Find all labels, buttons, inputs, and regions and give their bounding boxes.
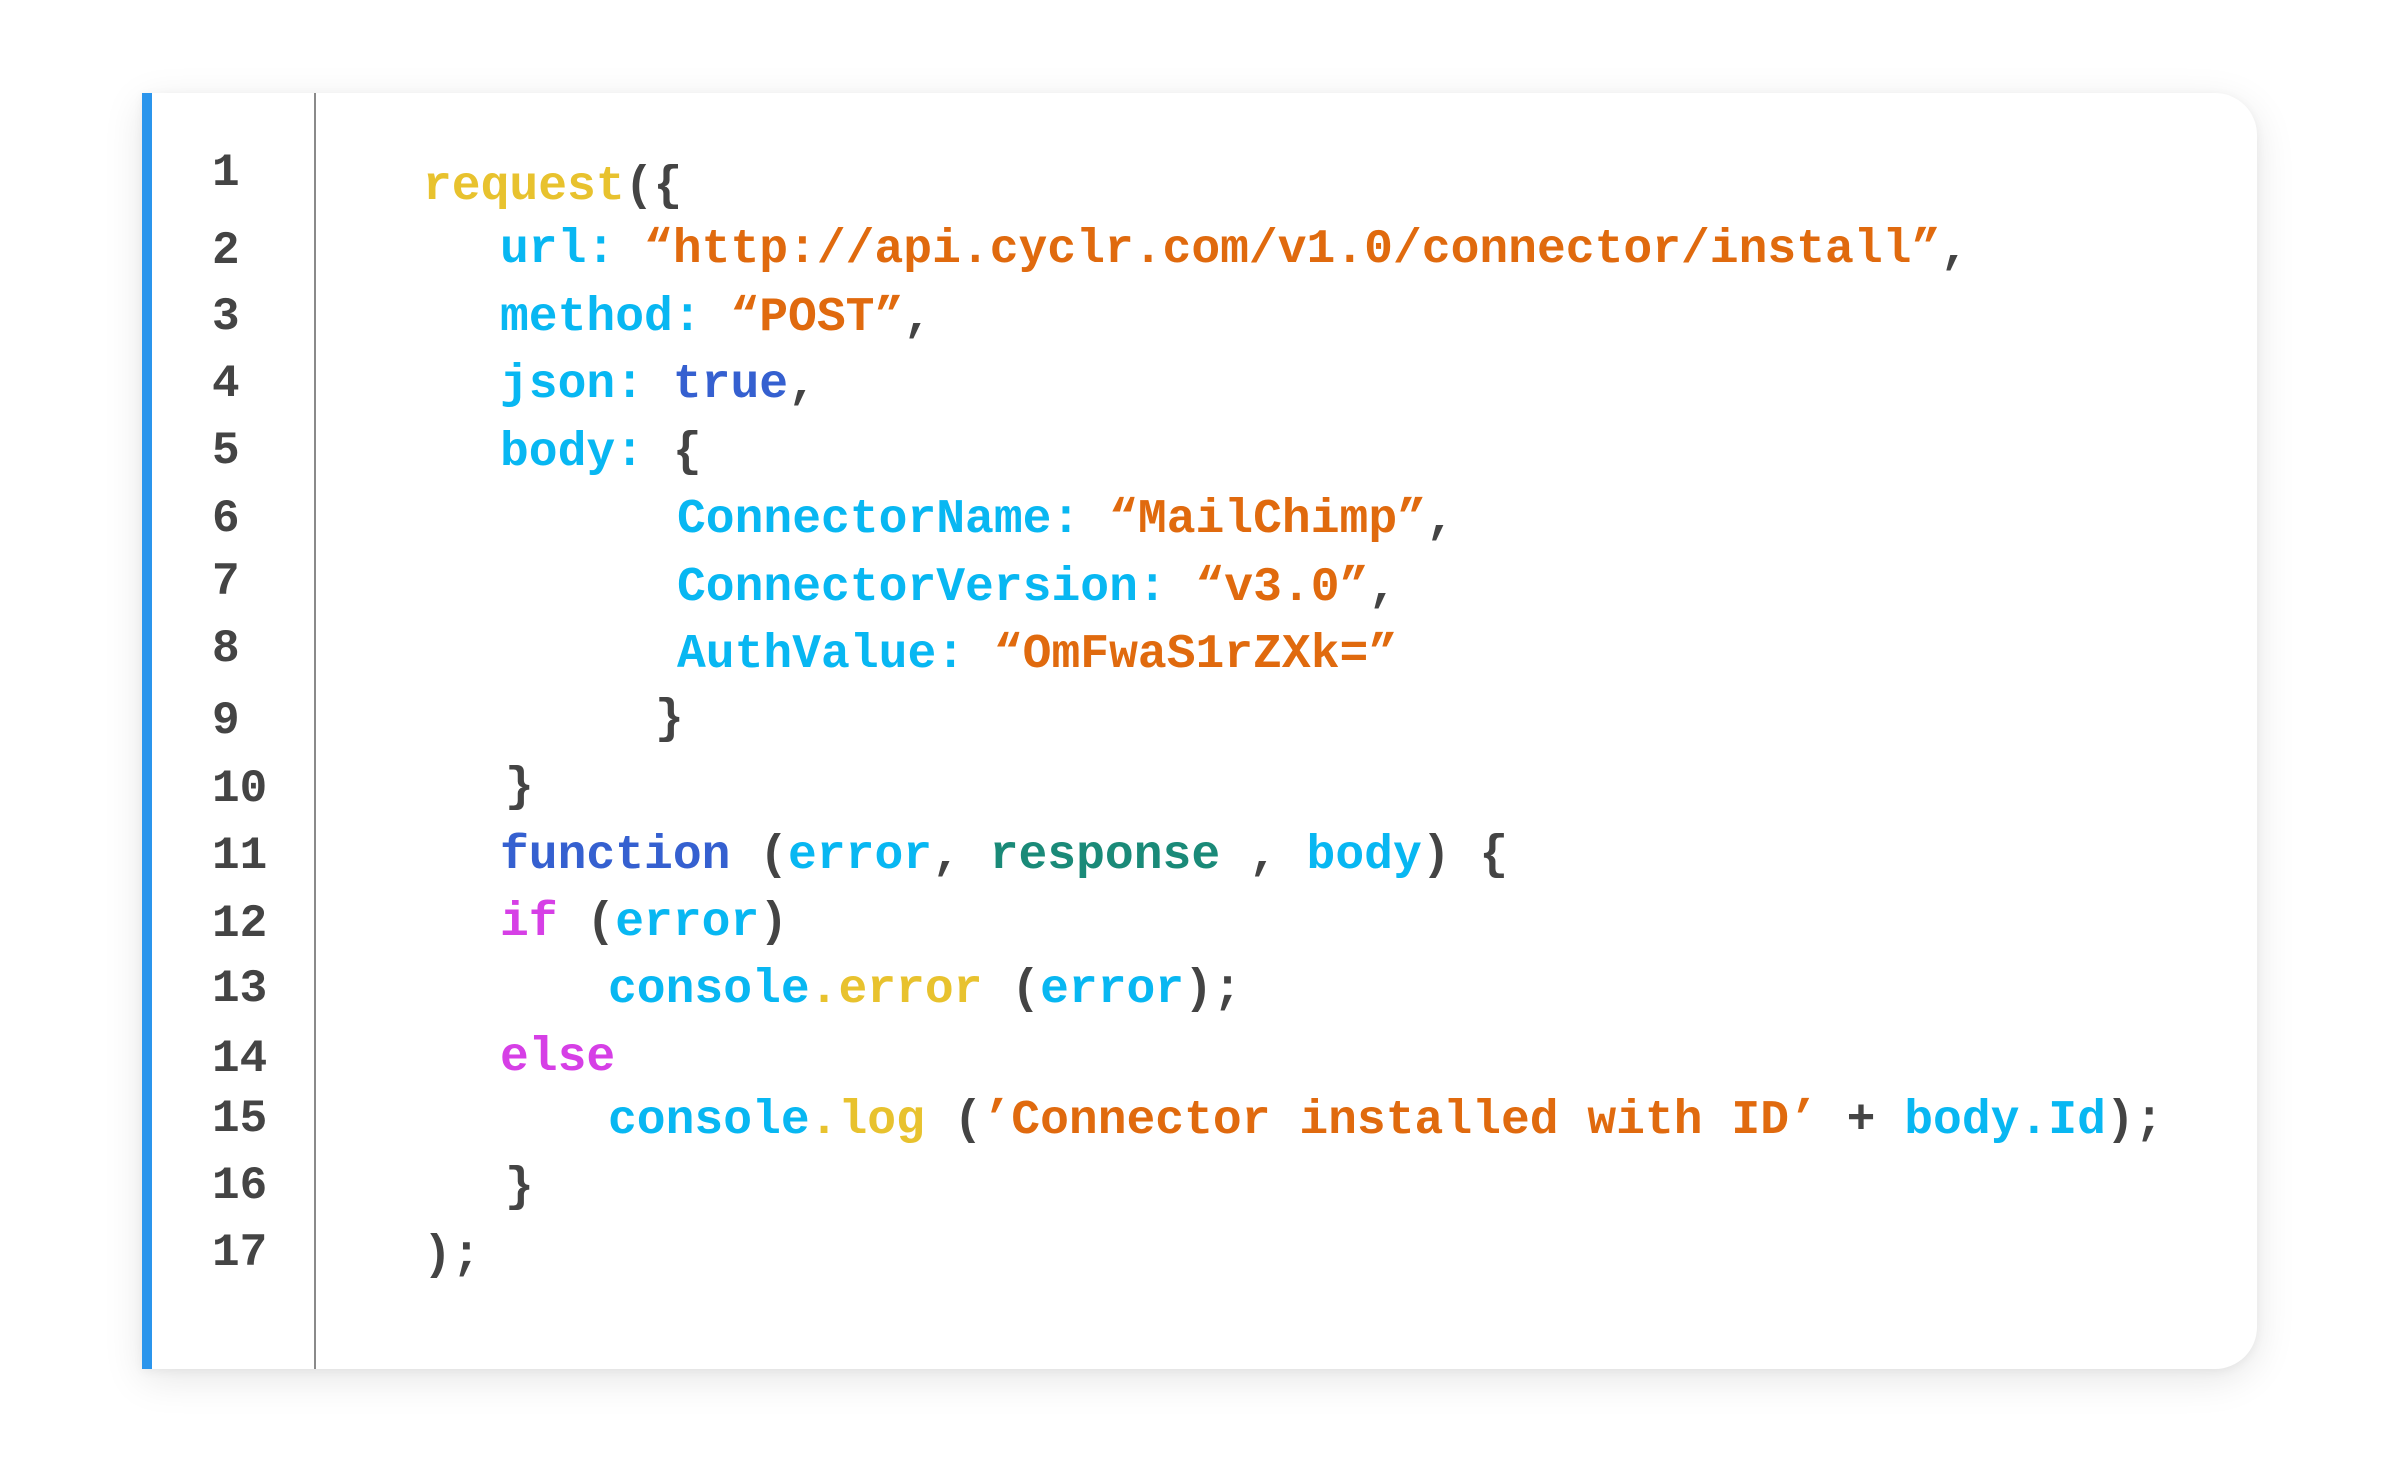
code-token: body [1306, 829, 1422, 883]
code-token: { [672, 426, 702, 480]
line-number: 9 [212, 695, 240, 747]
code-token: ( [924, 1094, 983, 1148]
code-token: console [608, 1094, 810, 1148]
code-token: } [655, 693, 684, 747]
code-token: ) { [1421, 829, 1509, 883]
code-token: , [1425, 493, 1455, 547]
code-token: , [788, 358, 817, 412]
line-number: 6 [212, 493, 240, 545]
code-line: body: { [500, 429, 702, 477]
code-line: json: true, [500, 361, 817, 409]
code-token: ConnectorVersion: [677, 561, 1196, 615]
code-token: ( [982, 963, 1041, 1017]
code-token: ( [730, 829, 789, 883]
line-number: 11 [212, 830, 268, 882]
code-token: ’Connector installed with ID’ [982, 1094, 1818, 1148]
code-token: , [903, 291, 933, 345]
code-token: error [615, 896, 760, 950]
code-token: true [672, 358, 789, 412]
code-token: error [788, 829, 933, 883]
code-token: “OmFwaS1rZXk=” [993, 628, 1398, 682]
code-line: console.log (’Connector installed with I… [608, 1097, 2163, 1145]
code-line: ConnectorName: “MailChimp”, [677, 496, 1455, 544]
code-line: function (error, response , body) { [500, 832, 1508, 880]
line-number: 15 [212, 1093, 268, 1145]
code-token: ); [1184, 963, 1242, 1017]
code-token: “v3.0” [1195, 561, 1369, 615]
code-line: ConnectorVersion: “v3.0”, [677, 564, 1397, 612]
code-token: ( [557, 896, 616, 950]
accent-bar [142, 93, 152, 1369]
code-token: ); [423, 1229, 481, 1283]
code-token: ) [759, 896, 789, 950]
code-token: url: [500, 223, 645, 277]
line-number: 3 [212, 291, 240, 343]
code-line: request({ [423, 163, 682, 211]
code-token: else [500, 1031, 616, 1085]
line-number: 8 [212, 623, 240, 675]
code-token: “POST” [730, 291, 904, 345]
code-token: + [1817, 1094, 1905, 1148]
code-token: ({ [624, 160, 683, 214]
code-token: console [608, 963, 810, 1017]
code-token: } [505, 1161, 534, 1215]
code-token: .log [809, 1094, 925, 1148]
code-token: ); [2105, 1094, 2164, 1148]
code-token: “MailChimp” [1109, 493, 1426, 547]
line-number: 5 [212, 425, 240, 477]
code-token: request [423, 160, 625, 214]
code-token: body.Id [1904, 1094, 2106, 1148]
code-token: , [1940, 223, 1970, 277]
code-token: if [500, 896, 558, 950]
line-number: 2 [212, 225, 240, 277]
code-token: } [505, 761, 534, 815]
code-line: AuthValue: “OmFwaS1rZXk=” [677, 631, 1397, 679]
code-line: if (error) [500, 899, 788, 947]
line-number: 12 [212, 898, 268, 950]
line-number: 1 [212, 147, 240, 199]
code-token: error [1040, 963, 1185, 1017]
code-line: } [505, 764, 534, 812]
code-token: method: [500, 291, 731, 345]
line-number: 17 [212, 1227, 268, 1279]
code-line: else [500, 1034, 615, 1082]
code-token: , [1368, 561, 1398, 615]
code-line: url: “http://api.cyclr.com/v1.0/connecto… [500, 226, 1969, 274]
code-token: ConnectorName: [677, 493, 1110, 547]
code-token: , [1220, 829, 1307, 883]
code-token: .error [809, 963, 983, 1017]
line-number: 14 [212, 1033, 268, 1085]
code-line: } [505, 1164, 534, 1212]
line-number: 10 [212, 763, 268, 815]
code-token: AuthValue: [677, 628, 994, 682]
code-token: json: [500, 358, 673, 412]
code-token: , [932, 829, 990, 883]
code-line: } [655, 696, 684, 744]
line-number: 13 [212, 963, 268, 1015]
gutter-divider [314, 93, 316, 1369]
line-number: 4 [212, 358, 240, 410]
code-line: console.error (error); [608, 966, 1242, 1014]
code-token: function [500, 829, 731, 883]
line-number: 7 [212, 556, 240, 608]
code-line: method: “POST”, [500, 294, 932, 342]
code-token: “http://api.cyclr.com/v1.0/connector/ins… [644, 223, 1941, 277]
code-token: body: [500, 426, 673, 480]
code-line: ); [423, 1232, 481, 1280]
code-snippet-card: 1 2 3 4 5 6 7 8 9 10 11 12 13 14 15 16 1… [142, 93, 2257, 1369]
line-number: 16 [212, 1160, 268, 1212]
code-token: response [989, 829, 1221, 883]
